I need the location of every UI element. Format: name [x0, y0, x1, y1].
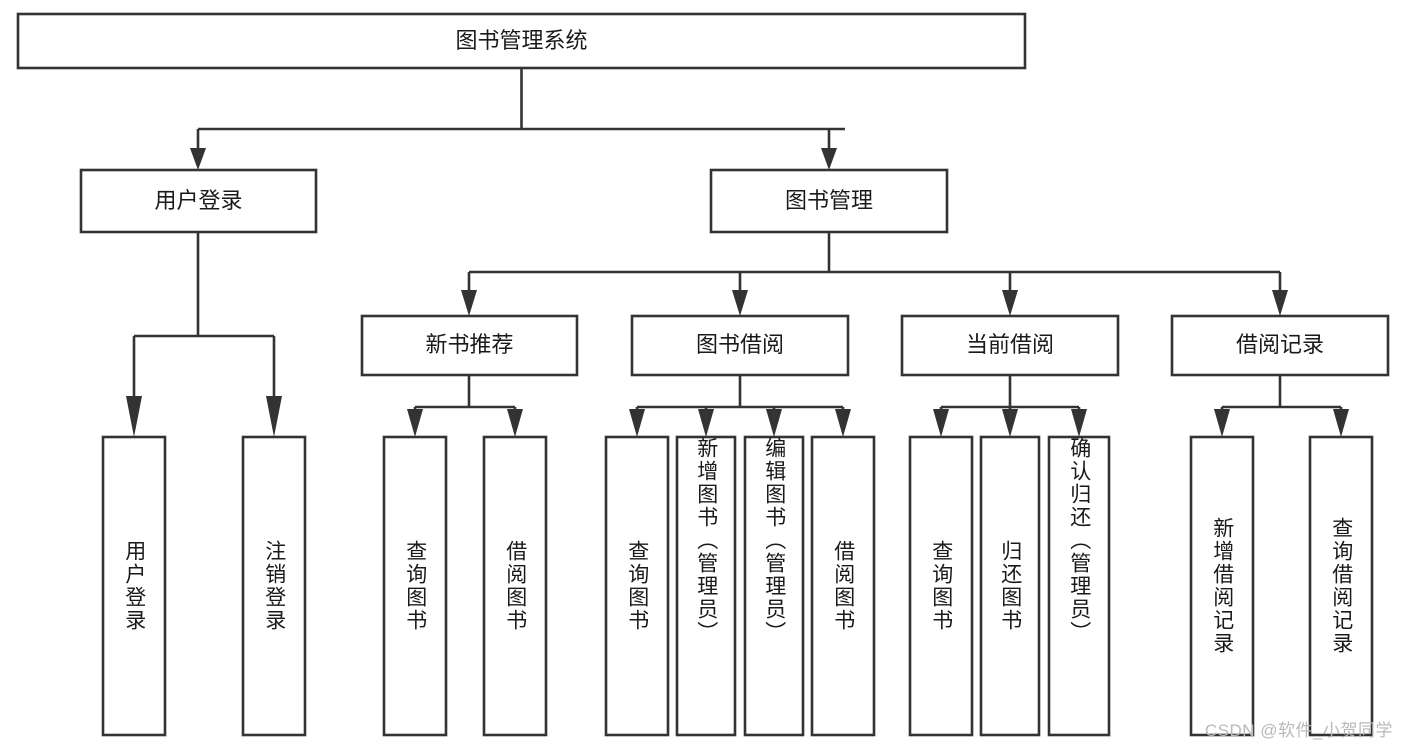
arrowhead-user-login [190, 148, 206, 170]
leaf-box-current-borrow-2[interactable] [979, 435, 1041, 737]
csdn-watermark: CSDN @软件_小贺同学 [1204, 721, 1393, 740]
arrowhead-borrowrecord-leaf-1 [1214, 409, 1230, 437]
arrowhead-newbook-leaf-2 [507, 409, 523, 437]
node-book-manage-label: 图书管理 [785, 188, 873, 213]
arrowhead-leaf-logout [266, 396, 282, 437]
leaf-box-book-borrow-1[interactable] [604, 435, 670, 737]
connector-group [126, 68, 1349, 437]
node-new-book-rec-label: 新书推荐 [425, 332, 513, 357]
arrowhead-currentborrow-leaf-3 [1071, 409, 1087, 437]
leaf-box-user-login-2[interactable] [241, 435, 307, 737]
arrowhead-borrowrecord-leaf-2 [1333, 409, 1349, 437]
arrowhead-bookborrow-leaf-3 [766, 409, 782, 437]
leaf-box-new-book-1[interactable] [382, 435, 448, 737]
leaf-box-current-borrow-1[interactable] [908, 435, 974, 737]
arrowhead-bookborrow-leaf-4 [835, 409, 851, 437]
arrowhead-currentborrow-leaf-2 [1002, 409, 1018, 437]
arrowhead-bookborrow-leaf-1 [629, 409, 645, 437]
node-borrow-record-box[interactable] [1170, 314, 1390, 377]
node-current-borrow-label: 当前借阅 [966, 332, 1054, 357]
leaf-box-current-borrow-3[interactable] [1047, 435, 1111, 737]
node-borrow-record-label: 借阅记录 [1236, 332, 1324, 357]
leaf-box-book-borrow-3[interactable] [743, 435, 805, 737]
arrowhead-current-borrow [1002, 290, 1018, 316]
leaf-box-borrow-record-1[interactable] [1189, 435, 1255, 737]
arrowhead-currentborrow-leaf-1 [933, 409, 949, 437]
node-root-box[interactable] [16, 12, 1027, 70]
node-current-borrow-box[interactable] [900, 314, 1120, 377]
leaf-box-user-login-1[interactable] [101, 435, 167, 737]
leaf-box-new-book-2[interactable] [482, 435, 548, 737]
arrowhead-newbook-leaf-1 [407, 409, 423, 437]
leaf-box-book-borrow-4[interactable] [810, 435, 876, 737]
node-user-login-box[interactable] [79, 168, 318, 234]
node-new-book-rec-box[interactable] [360, 314, 579, 377]
node-book-manage-box[interactable] [709, 168, 949, 234]
arrowhead-leaf-user-login [126, 396, 142, 437]
arrowhead-bookborrow-leaf-2 [698, 409, 714, 437]
leaf-box-book-borrow-2[interactable] [675, 435, 737, 737]
node-root-label: 图书管理系统 [455, 28, 587, 53]
node-group: 图书管理系统 用户登录 图书管理 新书推荐 图书借阅 当前借阅 借阅记录 [16, 12, 1390, 737]
arrowhead-borrow-record [1272, 290, 1288, 316]
node-book-borrow-box[interactable] [630, 314, 850, 377]
arrowhead-new-book-rec [461, 290, 477, 316]
node-user-login-label: 用户登录 [154, 188, 242, 213]
node-book-borrow-label: 图书借阅 [696, 332, 784, 357]
arrowhead-book-manage [821, 148, 837, 170]
leaf-box-borrow-record-2[interactable] [1308, 435, 1374, 737]
arrowhead-book-borrow [732, 290, 748, 316]
